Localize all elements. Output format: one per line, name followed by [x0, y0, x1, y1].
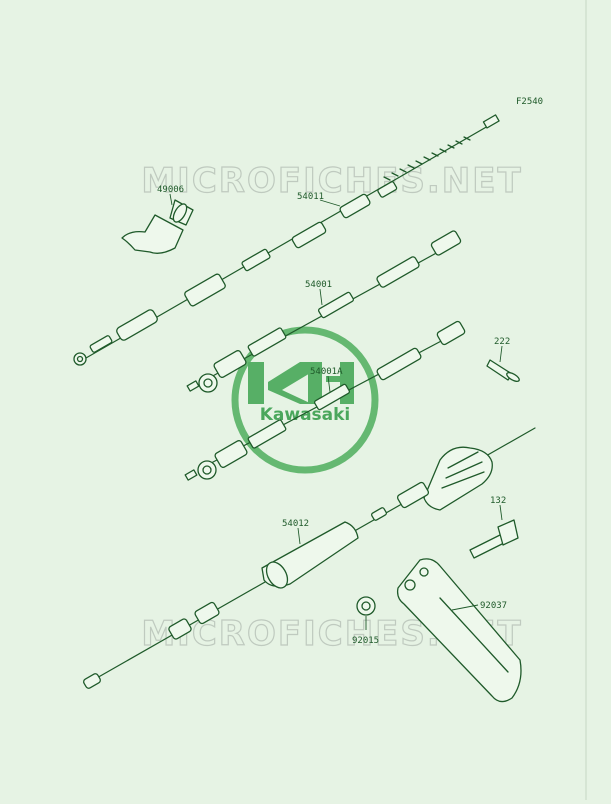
watermark-top: MICROFICHES.NET: [141, 161, 522, 201]
label-54001: 54001: [305, 280, 332, 290]
label-49006: 49006: [157, 185, 184, 195]
leader-222: [499, 345, 503, 363]
cable-54001a: [184, 320, 466, 481]
leader-54011: [319, 199, 341, 207]
cable-54012: [83, 427, 536, 689]
leader-54012: [297, 527, 301, 545]
leader-132: [499, 504, 503, 521]
label-54012: 54012: [282, 519, 309, 529]
label-92015: 92015: [352, 636, 379, 646]
leader-92037: [451, 604, 479, 611]
label-222: 222: [494, 337, 510, 347]
part-49006-boot: [121, 199, 194, 254]
part-132-bolt: [469, 519, 519, 559]
cable-54001: [186, 230, 462, 393]
part-92015-nut: [356, 596, 376, 616]
part-222-screw: [486, 359, 520, 383]
part-92037-bracket: [396, 558, 522, 703]
leader-54001a: [327, 375, 331, 393]
label-54001a: 54001A: [310, 367, 343, 377]
figure-code: F2540: [516, 97, 543, 107]
leader-54001: [319, 288, 323, 306]
cable-54011: [73, 114, 500, 366]
label-92037: 92037: [480, 601, 507, 611]
brand-name: Kawasaki: [260, 405, 351, 425]
leader-49006: [169, 193, 173, 206]
label-54011: 54011: [297, 192, 324, 202]
label-132: 132: [490, 496, 506, 506]
